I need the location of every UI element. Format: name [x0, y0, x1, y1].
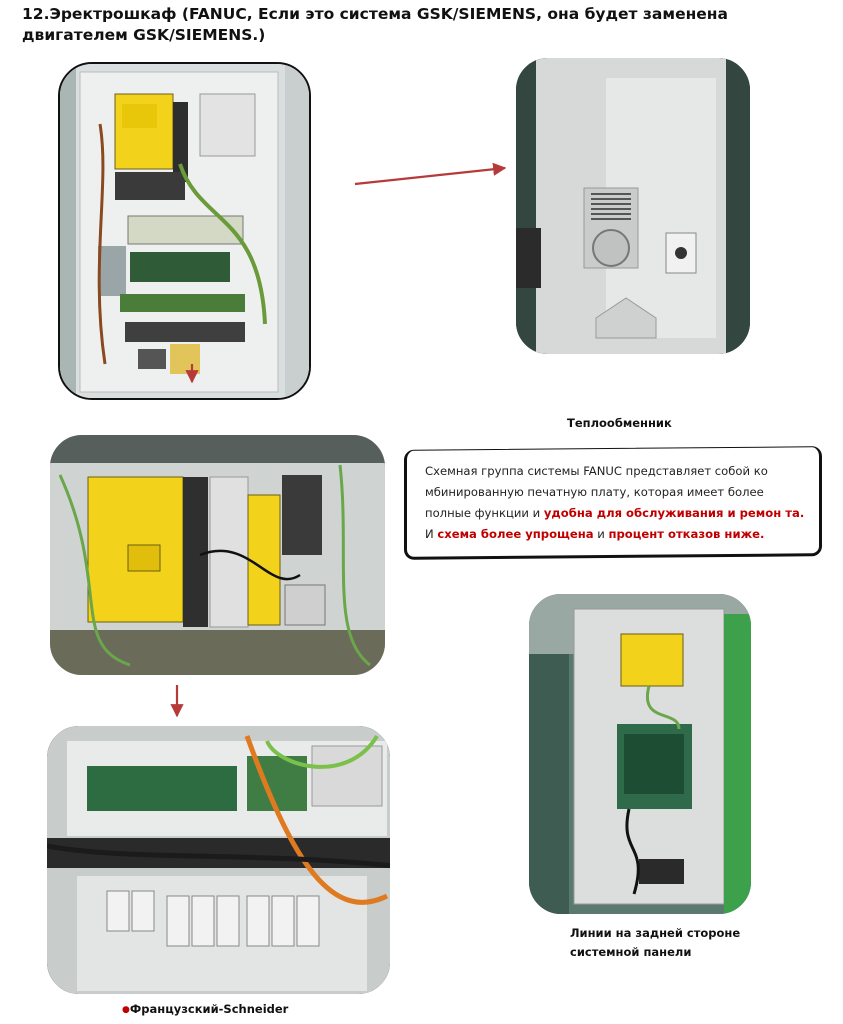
arrow-to-heat-exchanger [354, 162, 507, 186]
back-panel-caption-line-1: Линии на задней стороне [570, 926, 741, 940]
callout-part-1: Схемная группа системы FANUC представляе… [425, 464, 768, 520]
callout-text: Схемная группа системы FANUC представляе… [425, 461, 805, 545]
cabinet-photo [58, 62, 311, 400]
pcb-schneider-photo [45, 724, 392, 996]
back-panel-caption-line-2: системной панели [570, 945, 692, 959]
back-panel-caption: Линии на задней стороне системной панели [570, 924, 770, 962]
schneider-caption-text: Французский-Schneider [129, 1002, 289, 1016]
callout-part-5: и [593, 527, 609, 541]
schneider-caption: ●Французский-Schneider [122, 1002, 288, 1016]
heat-exchanger-photo [514, 56, 752, 356]
page-title: 12.Эректрошкаф (FANUC, Если это система … [22, 5, 728, 44]
callout-highlight-maintenance: удобна для обслуживания и ремон та. [543, 506, 805, 520]
heat-exchanger-caption: Теплообменник [567, 416, 672, 430]
callout-highlight-failure-rate: процент отказов ниже. [608, 527, 765, 541]
drive-modules-photo [48, 433, 387, 677]
bullet-icon: ● [122, 1005, 130, 1015]
callout-part-3: И [425, 527, 438, 541]
callout-highlight-simpler: схема более упрощена [437, 527, 594, 541]
back-panel-photo [527, 592, 753, 916]
